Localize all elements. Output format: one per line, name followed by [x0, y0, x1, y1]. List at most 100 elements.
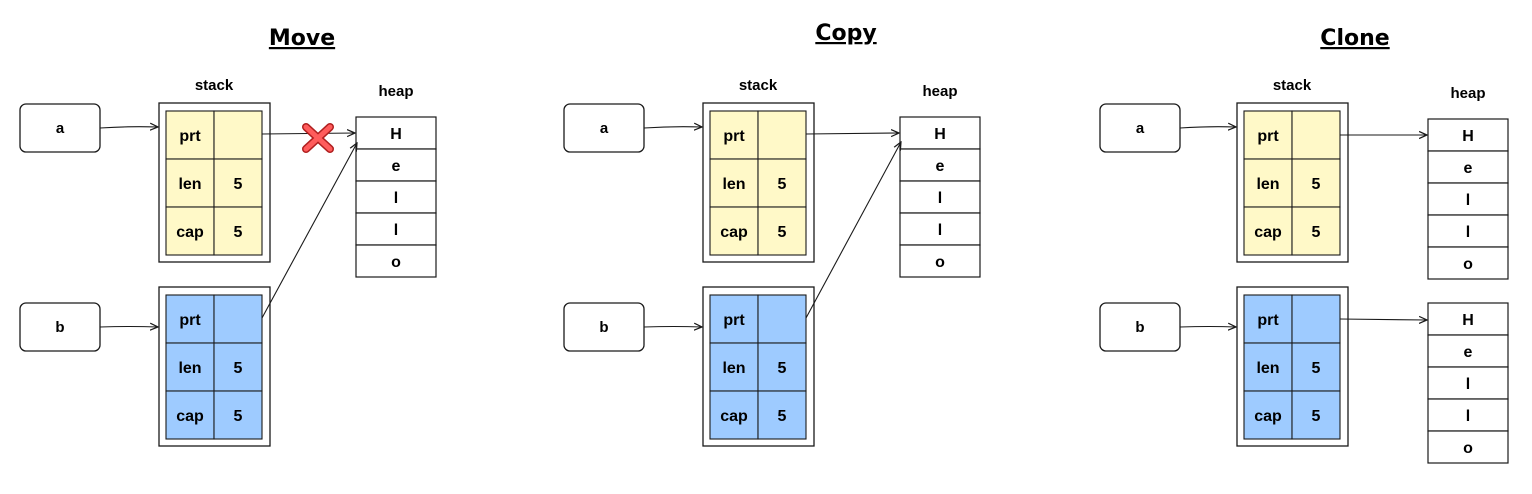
cross-icon [302, 123, 334, 153]
heap-char: H [390, 126, 402, 143]
heap-char: l [938, 222, 942, 239]
heap-char: l [394, 222, 398, 239]
arrow-a-to-stack [643, 127, 702, 128]
stack-cell [1243, 294, 1293, 344]
field-value: 5 [234, 176, 243, 193]
heap-char: o [935, 254, 945, 271]
heap-cell [355, 244, 437, 278]
field-name: prt [179, 128, 201, 145]
heap-char: H [1462, 312, 1474, 329]
field-value: 5 [778, 360, 787, 377]
stack-cell [1243, 158, 1293, 208]
field-name: prt [723, 128, 745, 145]
field-value: 5 [1312, 360, 1321, 377]
field-value: 5 [234, 360, 243, 377]
field-name: prt [1257, 128, 1279, 145]
field-value: 5 [778, 224, 787, 241]
field-value: 5 [234, 224, 243, 241]
stack-cell [757, 110, 807, 160]
heap-char: l [1466, 376, 1470, 393]
heap-cell [355, 148, 437, 182]
stack-cell [165, 206, 215, 256]
field-name: cap [176, 224, 204, 241]
stack-cell [709, 342, 759, 392]
field-name: len [1256, 176, 1279, 193]
stack-cell [1291, 206, 1341, 256]
field-name: cap [1254, 408, 1282, 425]
arrow-a-to-stack [1179, 127, 1236, 128]
heap-char: l [1466, 192, 1470, 209]
heap-char: o [1463, 256, 1473, 273]
variable-a-label: a [600, 120, 609, 137]
field-name: cap [176, 408, 204, 425]
panel-copy: Copy stack heap a b prt len 5 cap 5 [563, 21, 981, 447]
stack-cell [1291, 110, 1341, 160]
stack-cell [213, 158, 263, 208]
stack-cell [1291, 294, 1341, 344]
field-value: 5 [1312, 224, 1321, 241]
arrow-b-to-stack [1179, 327, 1236, 328]
heap-cell [1427, 150, 1509, 184]
field-name: len [722, 360, 745, 377]
field-name: len [178, 360, 201, 377]
field-name: cap [720, 408, 748, 425]
stack-cell [709, 110, 759, 160]
heap-cell [355, 116, 437, 150]
stack-cell [709, 206, 759, 256]
heap-char: e [1464, 160, 1473, 177]
stack-cell [709, 390, 759, 440]
heap-char: l [1466, 408, 1470, 425]
heap-cell [1427, 214, 1509, 248]
heap-label: heap [1450, 85, 1485, 102]
heap-char: l [938, 190, 942, 207]
stack-cell [757, 158, 807, 208]
heap-cell [1427, 118, 1509, 152]
heap-cell [1427, 334, 1509, 368]
panel-title: Clone [1320, 26, 1389, 51]
field-value: 5 [234, 408, 243, 425]
heap-char: l [394, 190, 398, 207]
stack-cell [213, 110, 263, 160]
stack-cell [709, 158, 759, 208]
heap-label: heap [378, 83, 413, 100]
stack-cell [1291, 342, 1341, 392]
heap-cell [1427, 182, 1509, 216]
field-name: cap [720, 224, 748, 241]
heap-cell [1427, 430, 1509, 464]
arrow-ptr-a-to-heap [805, 133, 899, 134]
field-name: len [178, 176, 201, 193]
heap-cell [1427, 366, 1509, 400]
heap-char: e [392, 158, 401, 175]
heap-char: o [1463, 440, 1473, 457]
stack-cell [165, 294, 215, 344]
variable-a-label: a [56, 120, 65, 137]
stack-b-cells: prt len 5 cap 5 [165, 294, 263, 440]
field-name: prt [723, 312, 745, 329]
heap-cell [355, 212, 437, 246]
heap-cell [1427, 246, 1509, 280]
heap-b-cells: H e l l o [1427, 302, 1509, 464]
stack-cell [757, 390, 807, 440]
stack-label: stack [195, 77, 234, 94]
field-name: len [722, 176, 745, 193]
heap-cell [899, 212, 981, 246]
stack-a-cells: prt len 5 cap 5 [1243, 110, 1341, 256]
variable-b-label: b [599, 319, 608, 336]
arrow-ptr-b-to-heap [805, 142, 901, 319]
field-name: prt [1257, 312, 1279, 329]
stack-a-cells: prt len 5 cap 5 [165, 110, 263, 256]
panel-title: Copy [815, 21, 876, 46]
heap-char: o [391, 254, 401, 271]
stack-cell [165, 390, 215, 440]
field-name: prt [179, 312, 201, 329]
panel-title: Move [269, 26, 335, 51]
stack-cell [1243, 206, 1293, 256]
stack-cell [213, 390, 263, 440]
heap-char: e [1464, 344, 1473, 361]
arrow-a-to-stack [99, 127, 158, 128]
stack-cell [1291, 390, 1341, 440]
heap-cell [899, 244, 981, 278]
stack-cell [757, 342, 807, 392]
field-value: 5 [778, 408, 787, 425]
